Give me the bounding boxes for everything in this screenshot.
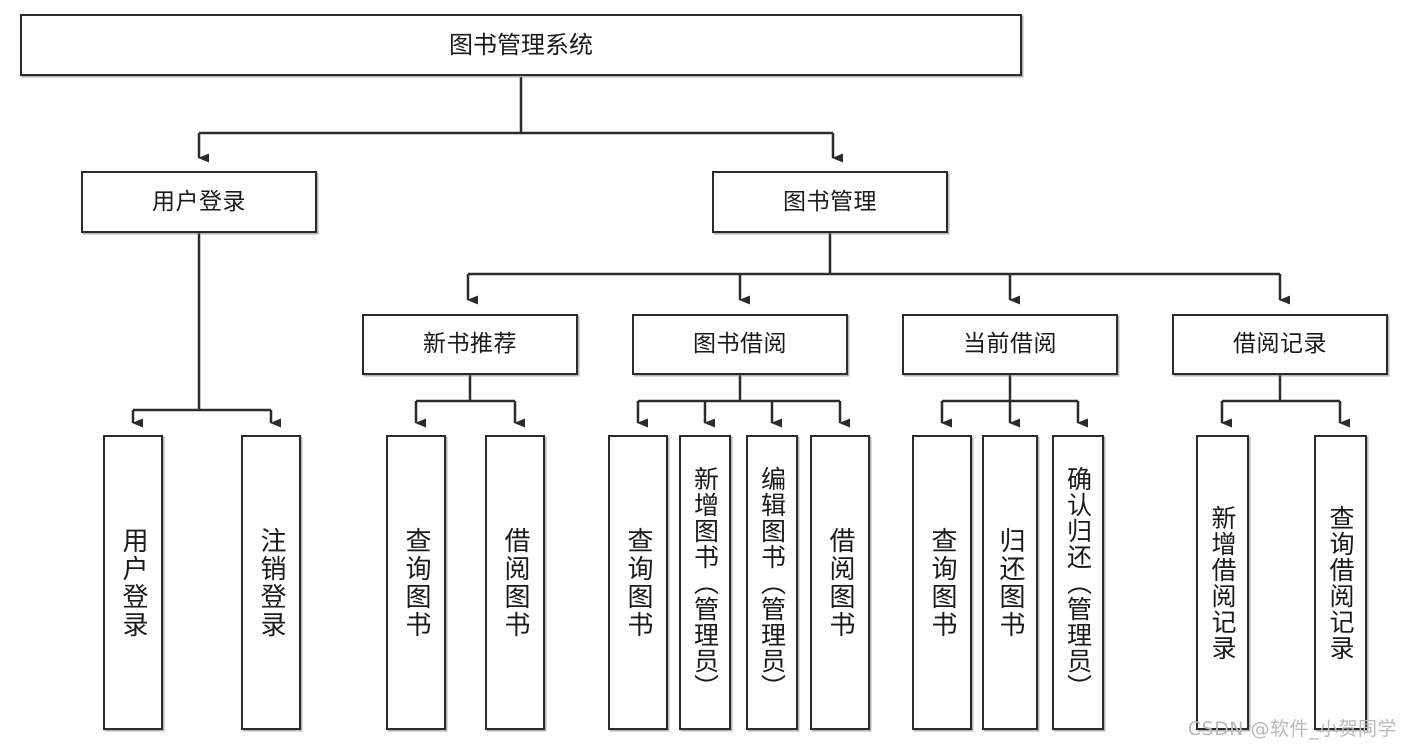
leaf-add-borrow-record[interactable]: 新增借阅记录 xyxy=(1196,435,1249,730)
leaf-borrow-book-recommend[interactable]: 借阅图书 xyxy=(485,435,545,730)
leaf-logout[interactable]: 注销登录 xyxy=(241,435,301,730)
node-book-management[interactable]: 图书管理 xyxy=(712,171,948,233)
node-root-library-system[interactable]: 图书管理系统 xyxy=(20,14,1022,76)
leaf-query-borrow-record[interactable]: 查询借阅记录 xyxy=(1314,435,1367,730)
node-label: 确认归还（管理员） xyxy=(1063,465,1093,700)
node-label: 图书借阅 xyxy=(693,331,787,357)
node-borrow-record[interactable]: 借阅记录 xyxy=(1172,314,1388,375)
node-label: 查询图书 xyxy=(401,526,432,639)
node-label: 用户登录 xyxy=(152,188,246,215)
node-label: 查询借阅记录 xyxy=(1326,504,1355,661)
node-label: 新增借阅记录 xyxy=(1208,504,1237,661)
leaf-query-book-borrow[interactable]: 查询图书 xyxy=(608,435,668,730)
leaf-query-book-current[interactable]: 查询图书 xyxy=(912,435,972,730)
leaf-borrow-book[interactable]: 借阅图书 xyxy=(810,435,870,730)
node-label: 当前借阅 xyxy=(963,331,1057,357)
leaf-confirm-return-admin[interactable]: 确认归还（管理员） xyxy=(1052,435,1104,730)
node-label: 借阅图书 xyxy=(500,526,531,639)
node-label: 用户登录 xyxy=(118,526,149,639)
csdn-watermark: CSDN @软件_小贺同学 xyxy=(1187,718,1397,740)
node-label: 归还图书 xyxy=(995,526,1026,639)
node-label: 新书推荐 xyxy=(423,331,517,357)
node-label: 借阅记录 xyxy=(1233,331,1327,357)
node-book-borrow[interactable]: 图书借阅 xyxy=(632,314,848,375)
node-label: 查询图书 xyxy=(927,526,958,639)
leaf-edit-book-admin[interactable]: 编辑图书（管理员） xyxy=(746,435,798,730)
leaf-add-book-admin[interactable]: 新增图书（管理员） xyxy=(679,435,731,730)
node-label: 新增图书（管理员） xyxy=(690,465,720,700)
leaf-return-book[interactable]: 归还图书 xyxy=(982,435,1038,730)
node-new-book-recommend[interactable]: 新书推荐 xyxy=(362,314,578,375)
node-label: 注销登录 xyxy=(256,526,287,639)
node-current-borrow[interactable]: 当前借阅 xyxy=(902,314,1118,375)
node-label: 查询图书 xyxy=(623,526,654,639)
leaf-user-login[interactable]: 用户登录 xyxy=(103,435,163,730)
node-user-login[interactable]: 用户登录 xyxy=(81,171,317,233)
node-label: 图书管理系统 xyxy=(449,31,593,59)
node-label: 编辑图书（管理员） xyxy=(757,465,787,700)
leaf-query-book-recommend[interactable]: 查询图书 xyxy=(386,435,446,730)
node-label: 图书管理 xyxy=(783,188,877,215)
node-label: 借阅图书 xyxy=(825,526,856,639)
